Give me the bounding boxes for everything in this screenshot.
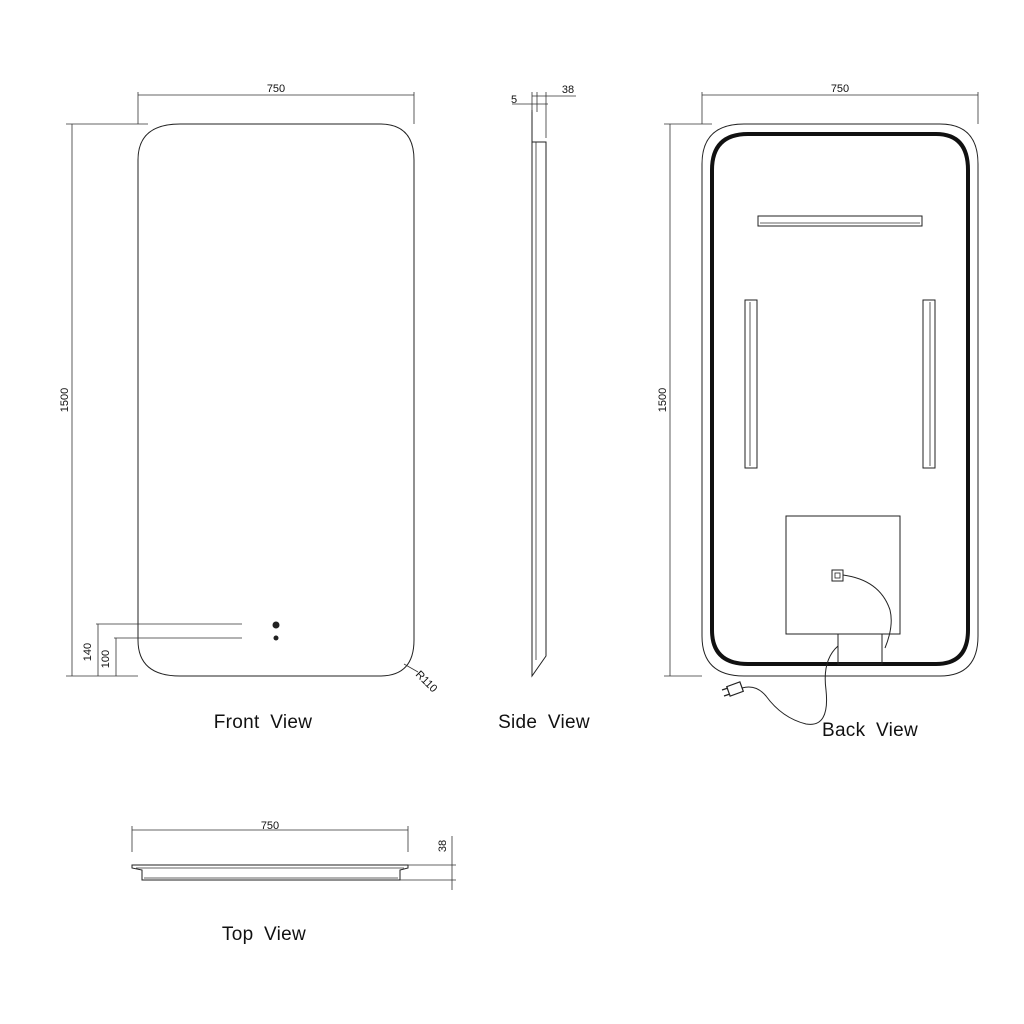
back-height-label: 1500: [657, 388, 669, 412]
top-view: 750 38 Top View: [131, 820, 456, 945]
front-width-dimension: 750: [137, 83, 415, 124]
front-view: 750 1500 140 100 R110 Front View: [59, 83, 439, 733]
right-bracket: [922, 299, 936, 469]
top-bracket: [757, 215, 923, 227]
switch-icon: [831, 569, 844, 582]
led-strip-frame: [710, 132, 970, 666]
back-width-label: 750: [831, 83, 849, 95]
plug-icon: [721, 681, 745, 697]
top-view-title: Top View: [222, 924, 306, 945]
touch-sensor-icon: [272, 621, 280, 629]
side-view: 5 38 Side View: [498, 84, 590, 733]
back-width-dimension: 750: [701, 83, 979, 124]
top-depth-label: 38: [437, 840, 449, 852]
top-width-label: 750: [261, 820, 279, 832]
side-profile: [531, 110, 547, 678]
side-view-title: Side View: [498, 712, 590, 733]
front-height-label: 1500: [59, 388, 71, 412]
front-mirror-outline: [137, 123, 415, 677]
front-view-title: Front View: [214, 712, 312, 733]
switch-cable: [842, 574, 892, 649]
side-dim-38-label: 38: [562, 84, 574, 96]
back-mirror-outline: [701, 123, 979, 677]
back-view-title: Back View: [822, 720, 918, 741]
front-width-label: 750: [267, 83, 285, 95]
front-dim-100: 100: [100, 638, 117, 676]
power-cable: [741, 645, 839, 725]
connector-block: [837, 633, 883, 665]
touch-sensor-icon-2: [273, 635, 279, 641]
back-view: 750 1500 Back View: [657, 83, 979, 741]
dim-100-label: 100: [100, 650, 112, 668]
side-dim-5-label: 5: [511, 94, 517, 106]
dim-140-label: 140: [82, 643, 94, 661]
radius-label: R110: [413, 669, 440, 696]
left-bracket: [744, 299, 758, 469]
front-height-dimension: 1500: [59, 123, 148, 677]
front-dim-140: 140: [82, 624, 99, 676]
back-height-dimension: 1500: [657, 123, 712, 677]
